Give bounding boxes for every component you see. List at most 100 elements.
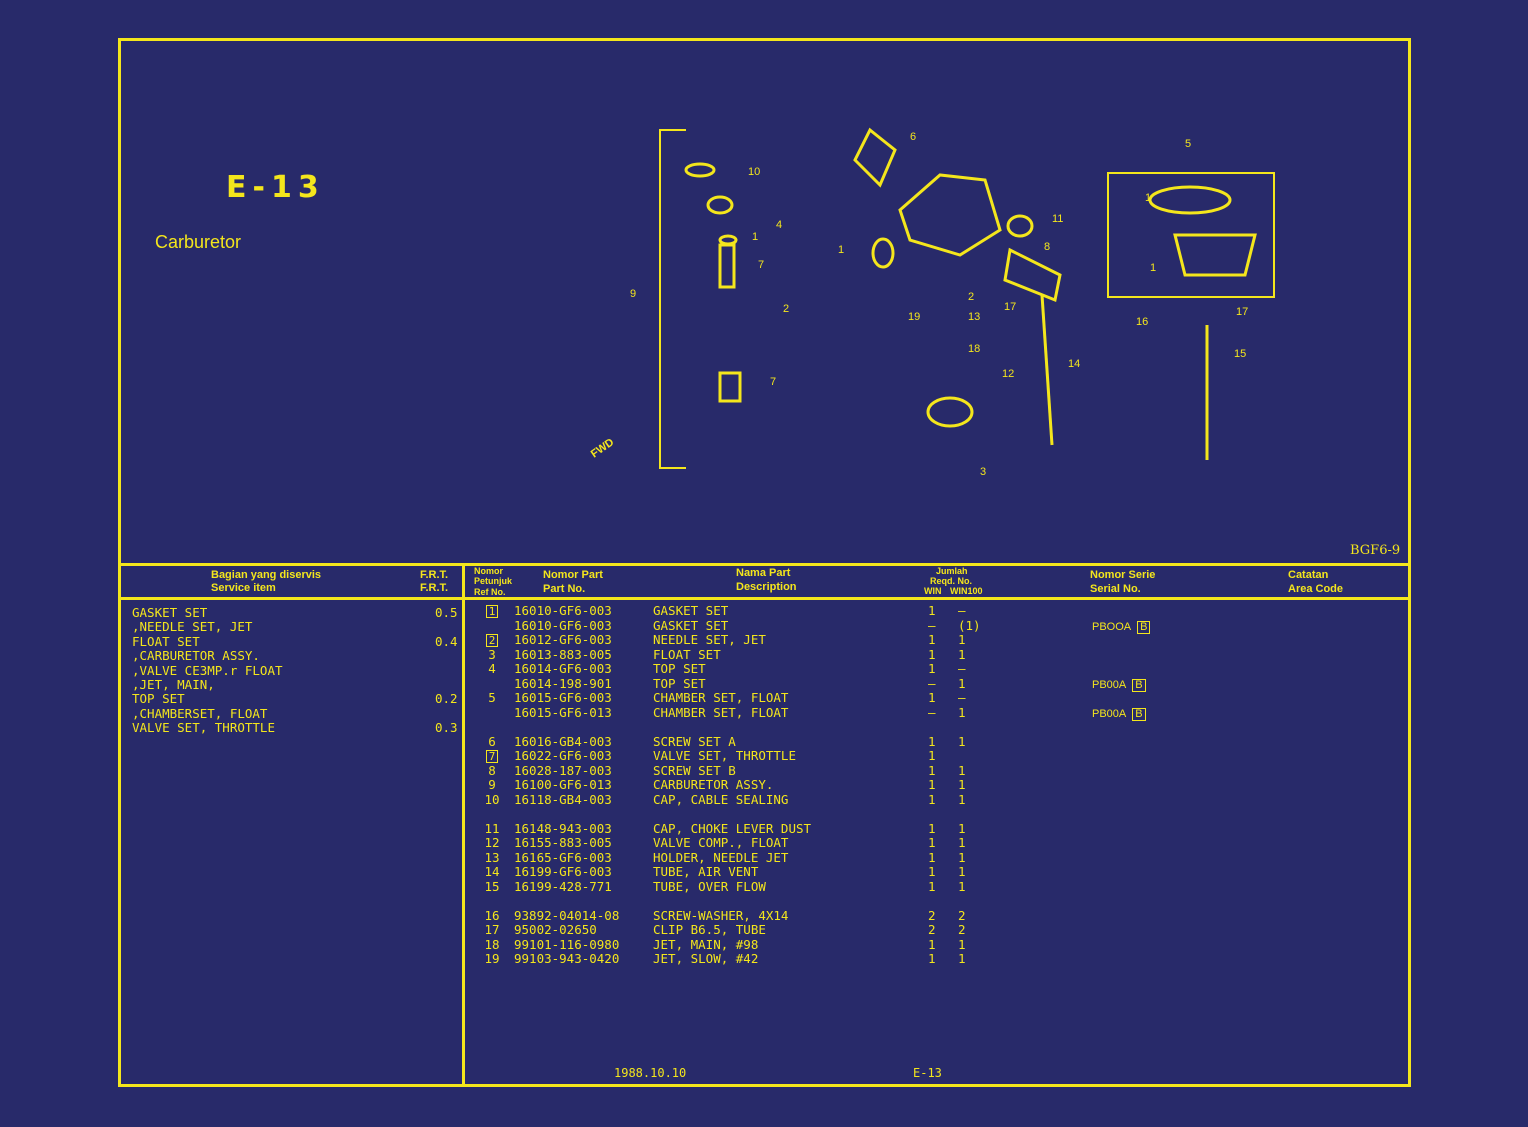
- desc-header-en: Description: [736, 581, 797, 593]
- part-number: 16165-GF6-003: [514, 849, 612, 865]
- qty-win100: 1: [958, 675, 966, 691]
- callout-6: 6: [910, 131, 916, 143]
- callout-10: 10: [748, 166, 760, 178]
- callout-1: 1: [1145, 192, 1151, 204]
- part-number: 99101-116-0980: [514, 936, 620, 952]
- callout-12: 12: [1002, 368, 1014, 380]
- part-number: 16010-GF6-003: [514, 603, 612, 618]
- part-number: 16199-GF6-003: [514, 864, 612, 879]
- qty-win100: —: [958, 661, 966, 676]
- qty-win: —: [928, 704, 936, 720]
- diagram-code: BGF6-9: [1350, 543, 1401, 558]
- qty-win100: 1: [958, 820, 966, 836]
- part-description: HOLDER, NEEDLE JET: [653, 849, 789, 865]
- ref-number: 16: [484, 907, 500, 923]
- divider: [462, 563, 465, 1087]
- ref-number: 19: [484, 951, 500, 966]
- part-number: 16014-198-901: [514, 675, 612, 691]
- frt-header-en: F.R.T.: [420, 582, 449, 594]
- page-subtitle: Carburetor: [155, 232, 242, 252]
- serial-value: PB00A: [1092, 707, 1127, 720]
- part-illustration: [871, 237, 895, 269]
- part-illustration: [1003, 247, 1062, 303]
- part-illustration: [684, 162, 716, 178]
- qty-win: 1: [928, 835, 936, 850]
- service-item-label: ,JET, MAIN,: [132, 677, 215, 692]
- qty-header-id: Jumlah: [936, 566, 968, 576]
- service-item-label: ,CHAMBERSET, FLOAT: [132, 705, 268, 721]
- ref-number: 6: [488, 733, 496, 749]
- callout-11: 11: [1052, 213, 1063, 225]
- qty-win100: 1: [958, 704, 966, 720]
- ref-number: 13: [484, 849, 500, 865]
- page-reference: E-13: [913, 1066, 942, 1080]
- part-description: TUBE, OVER FLOW: [653, 878, 766, 894]
- service-item-label: ,VALVE CE3MP.r FLOAT: [132, 662, 283, 678]
- ref-number: 7: [480, 749, 504, 763]
- callout-19: 19: [908, 311, 920, 323]
- part-description: SCREW SET B: [653, 762, 736, 778]
- callout-4: 4: [776, 219, 782, 231]
- fwd-arrow-label: FWD: [589, 436, 616, 460]
- qty-win: 1: [928, 864, 936, 879]
- qty-win: 1: [928, 690, 936, 705]
- callout-15: 15: [1234, 348, 1246, 360]
- callout-1: 1: [1150, 262, 1156, 274]
- callout-17: 17: [1004, 301, 1016, 313]
- part-number: 16028-187-003: [514, 762, 612, 778]
- service-item-frt: 0.2: [435, 691, 458, 707]
- part-description: FLOAT SET: [653, 646, 721, 662]
- bracket-5: [1107, 172, 1275, 298]
- ref-box: 1: [485, 605, 499, 618]
- callout-8: 8: [1044, 241, 1050, 253]
- ref-number: 4: [488, 661, 496, 676]
- part-description: CHAMBER SET, FLOAT: [653, 704, 789, 720]
- qty-win: 2: [928, 922, 936, 937]
- part-illustration: [706, 195, 734, 215]
- qty-header-en: Reqd. No.: [930, 576, 972, 586]
- serial-value: PB00A: [1092, 678, 1127, 691]
- service-item-frt: 0.3: [435, 720, 458, 736]
- qty-win100: 1: [958, 791, 966, 807]
- qty-header-win100: WIN100: [950, 586, 983, 596]
- print-date: 1988.10.10: [614, 1066, 687, 1080]
- callout-18: 18: [968, 343, 980, 355]
- part-illustration: [898, 173, 1002, 257]
- frt-header-id: F.R.T.: [420, 569, 449, 581]
- part-description: JET, SLOW, #42: [653, 951, 759, 966]
- qty-win: 1: [928, 849, 936, 865]
- part-number: 16199-428-771: [514, 878, 612, 894]
- callout-1: 1: [838, 244, 844, 256]
- divider: [118, 597, 1411, 600]
- qty-win: 1: [928, 632, 936, 647]
- qty-win: 1: [928, 748, 936, 763]
- callout-2: 2: [968, 291, 974, 303]
- part-number: 95002-02650: [514, 922, 597, 937]
- part-number: 16015-GF6-003: [514, 690, 612, 705]
- ref-number: 8: [488, 762, 496, 778]
- qty-win100: 1: [958, 835, 966, 850]
- service-item-label: VALVE SET, THROTTLE: [132, 720, 275, 736]
- area-header-id: Catatan: [1288, 569, 1329, 581]
- part-number: 16155-883-005: [514, 835, 612, 850]
- part-description: VALVE COMP., FLOAT: [653, 835, 789, 850]
- part-illustration: [1040, 294, 1054, 446]
- part-number: 16010-GF6-003: [514, 617, 612, 633]
- ref-number: 2: [480, 633, 504, 647]
- ref-header-en: Ref No.: [474, 587, 506, 597]
- part-illustration: [926, 396, 974, 428]
- qty-win100: 1: [958, 951, 966, 966]
- ref-number: 3: [488, 646, 496, 662]
- qty-win: 1: [928, 951, 936, 966]
- part-description: SCREW SET A: [653, 733, 736, 749]
- area-header-en: Area Code: [1288, 583, 1344, 595]
- part-illustration: [718, 234, 738, 246]
- service-item-frt: 0.4: [435, 633, 458, 649]
- qty-win100: 1: [958, 762, 966, 778]
- qty-win: —: [928, 675, 936, 691]
- callout-13: 13: [968, 311, 980, 323]
- part-number: 16015-GF6-013: [514, 704, 612, 720]
- service-item-label: GASKET SET: [132, 605, 208, 620]
